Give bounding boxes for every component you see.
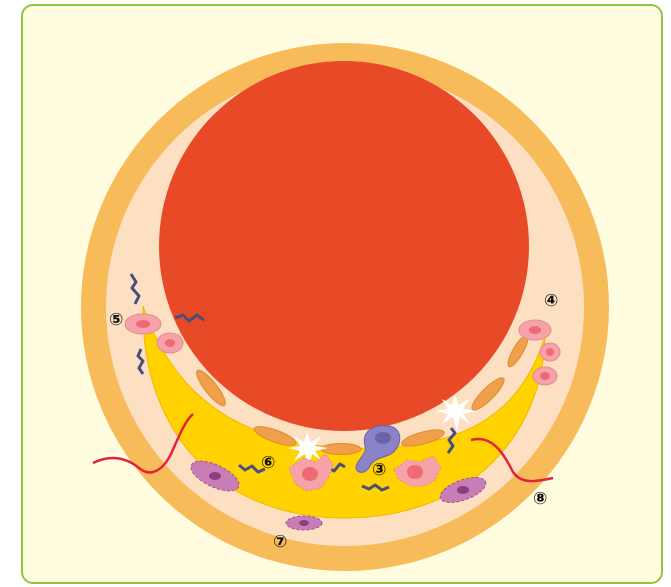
- label-8: ⑧: [533, 489, 547, 509]
- smooth-muscle-cell: [321, 444, 361, 455]
- foam-cell-nucleus: [540, 372, 550, 380]
- artery-cross-section-diagram: ① ② ③ ④ ⑤ ⑥ ⑦ ⑧ ⑨: [23, 6, 663, 584]
- label-9: ⑨: [302, 405, 316, 425]
- lumen: [159, 61, 529, 431]
- macrophage-nucleus: [375, 432, 391, 444]
- fibroblast-nucleus: [457, 486, 469, 494]
- label-1: ①: [222, 366, 236, 386]
- diagram-frame: ① ② ③ ④ ⑤ ⑥ ⑦ ⑧ ⑨: [21, 4, 663, 584]
- inflammatory-cell-nucleus: [407, 465, 423, 479]
- label-7: ⑦: [273, 532, 287, 552]
- foam-cell-nucleus: [546, 348, 554, 356]
- label-4: ④: [544, 291, 558, 311]
- foam-cell-nucleus: [165, 339, 175, 347]
- foam-cell-nucleus: [136, 320, 150, 328]
- label-3: ③: [372, 460, 386, 480]
- inflammatory-cell-nucleus: [302, 467, 318, 481]
- foam-cell-nucleus: [529, 326, 541, 334]
- fibroblast-nucleus: [299, 520, 309, 526]
- label-2: ②: [405, 402, 419, 422]
- label-5: ⑤: [109, 310, 123, 330]
- fibroblast-nucleus: [209, 472, 221, 480]
- label-6: ⑥: [261, 453, 275, 473]
